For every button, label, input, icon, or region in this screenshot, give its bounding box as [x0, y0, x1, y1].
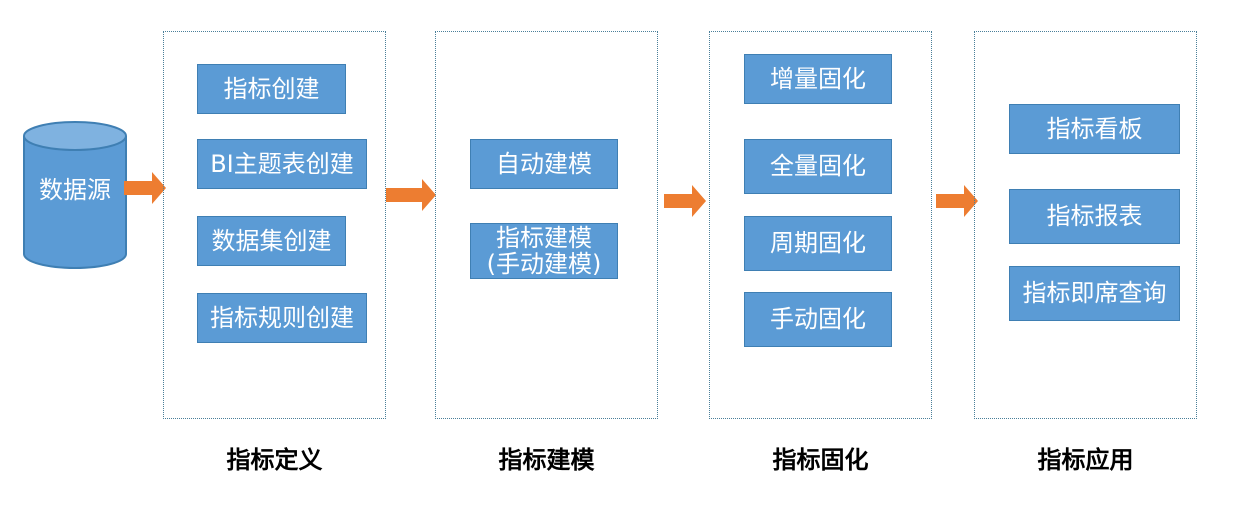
stage-solidify-item: 增量固化: [744, 54, 892, 104]
stage-solidify-item: 手动固化: [744, 292, 892, 347]
data-source-cylinder: [23, 121, 127, 269]
stage-application-title: 指标应用: [1037, 446, 1134, 474]
stage-definition-title: 指标定义: [226, 446, 323, 474]
stage-definition-item: BI主题表创建: [197, 139, 367, 189]
stage-application-panel: [974, 31, 1197, 419]
stage-solidify-item: 全量固化: [744, 139, 892, 194]
stage-modeling-item: 指标建模 (手动建模): [470, 223, 618, 279]
stage-modeling-item-line2: (手动建模): [486, 250, 602, 278]
stage-solidify-panel: [709, 31, 932, 419]
stage-application-item: 指标看板: [1009, 104, 1180, 154]
stage-definition-panel: [163, 31, 386, 419]
stage-definition-item: 指标规则创建: [197, 293, 367, 343]
stage-solidify-title: 指标固化: [772, 446, 869, 474]
arrow-right-icon: [386, 179, 436, 211]
arrow-right-icon: [936, 185, 978, 217]
stage-modeling-item: 自动建模: [470, 139, 618, 189]
stage-application-item: 指标报表: [1009, 189, 1180, 244]
arrow-right-icon: [124, 172, 166, 204]
stage-definition-item: 指标创建: [197, 64, 346, 114]
stage-modeling-title: 指标建模: [498, 446, 595, 474]
data-source-label: 数据源: [39, 176, 111, 204]
stage-definition-item: 数据集创建: [197, 216, 346, 266]
stage-solidify-item: 周期固化: [744, 216, 892, 271]
stage-modeling-item-line1: 指标建模: [496, 223, 592, 252]
arrow-right-icon: [664, 185, 706, 217]
stage-application-item: 指标即席查询: [1009, 266, 1180, 321]
stage-modeling-panel: [435, 31, 658, 419]
